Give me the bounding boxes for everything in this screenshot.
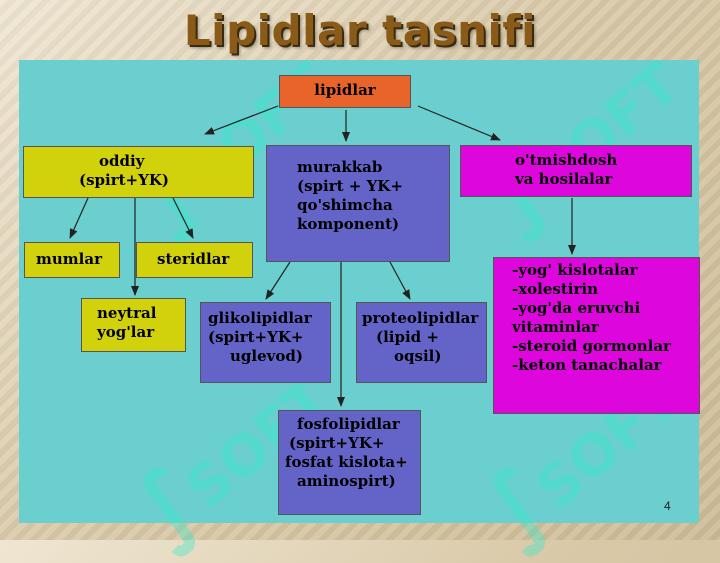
node-steridlar-label: steridlar xyxy=(157,250,230,268)
node-oddiy-line-1: oddiy xyxy=(99,152,145,170)
node-otmishdosh: o'tmishdosh va hosilalar xyxy=(460,145,692,197)
node-proteolipidlar-line-1: proteolipidlar xyxy=(362,309,479,327)
list-item: -yog' kislotalar xyxy=(512,261,638,279)
list-item: -yog'da eruvchi xyxy=(512,299,641,317)
list-item: -keton tanachalar xyxy=(512,356,662,374)
node-neytral: neytral yog'lar xyxy=(81,298,186,352)
arrow-murakkab-glikolipidlar xyxy=(265,261,291,300)
arrow-lipidlar-otmishdosh xyxy=(417,105,501,141)
node-oddiy-line-2: (spirt+YK) xyxy=(79,171,169,189)
node-glikolipidlar-line-3: uglevod) xyxy=(230,347,303,365)
list-item: -steroid gormonlar xyxy=(512,337,671,355)
node-neytral-line-2: yog'lar xyxy=(97,323,155,341)
node-glikolipidlar: glikolipidlar (spirt+YK+ uglevod) xyxy=(200,302,331,383)
node-otmishdosh-line-1: o'tmishdosh xyxy=(515,151,618,169)
node-glikolipidlar-line-2: (spirt+YK+ xyxy=(208,328,304,346)
node-lipidlar: lipidlar xyxy=(279,75,411,108)
arrow-murakkab-proteolipidlar xyxy=(389,261,411,300)
node-oddiy: oddiy (spirt+YK) xyxy=(23,146,254,198)
node-proteolipidlar-line-2: (lipid + xyxy=(376,328,439,346)
node-murakkab: murakkab (spirt + YK+ qo'shimcha kompone… xyxy=(266,145,450,262)
node-hosilalar-list: -yog' kislotalar -xolestirin -yog'da eru… xyxy=(493,257,700,414)
slide-title: Lipidlar tasnifi xyxy=(183,6,537,55)
list-item: vitaminlar xyxy=(512,318,599,336)
node-glikolipidlar-line-1: glikolipidlar xyxy=(208,309,312,327)
page-number: 4 xyxy=(664,499,671,513)
arrow-oddiy-steridlar xyxy=(172,197,194,239)
node-proteolipidlar-line-3: oqsil) xyxy=(394,347,442,365)
arrow-oddiy-mumlar xyxy=(69,197,89,239)
node-lipidlar-label: lipidlar xyxy=(314,81,376,99)
node-murakkab-line-3: qo'shimcha xyxy=(297,196,393,214)
node-fosfolipidlar: fosfolipidlar (spirt+YK+ fosfat kislota+… xyxy=(278,410,421,515)
node-fosfolipidlar-line-1: fosfolipidlar xyxy=(297,415,400,433)
node-fosfolipidlar-line-4: aminospirt) xyxy=(297,472,396,490)
node-murakkab-line-4: komponent) xyxy=(297,215,400,233)
node-fosfolipidlar-line-2: (spirt+YK+ xyxy=(289,434,385,452)
node-murakkab-line-2: (spirt + YK+ xyxy=(297,177,403,195)
connector-arrows xyxy=(69,105,576,407)
arrow-lipidlar-oddiy xyxy=(204,105,279,135)
node-neytral-line-1: neytral xyxy=(97,304,157,322)
node-mumlar-label: mumlar xyxy=(36,250,102,268)
node-mumlar: mumlar xyxy=(24,242,120,278)
node-steridlar: steridlar xyxy=(136,242,253,278)
node-otmishdosh-line-2: va hosilalar xyxy=(515,170,613,188)
list-item: -xolestirin xyxy=(512,280,598,298)
node-fosfolipidlar-line-3: fosfat kislota+ xyxy=(285,453,408,471)
node-proteolipidlar: proteolipidlar (lipid + oqsil) xyxy=(356,302,487,383)
node-murakkab-line-1: murakkab xyxy=(297,158,383,176)
